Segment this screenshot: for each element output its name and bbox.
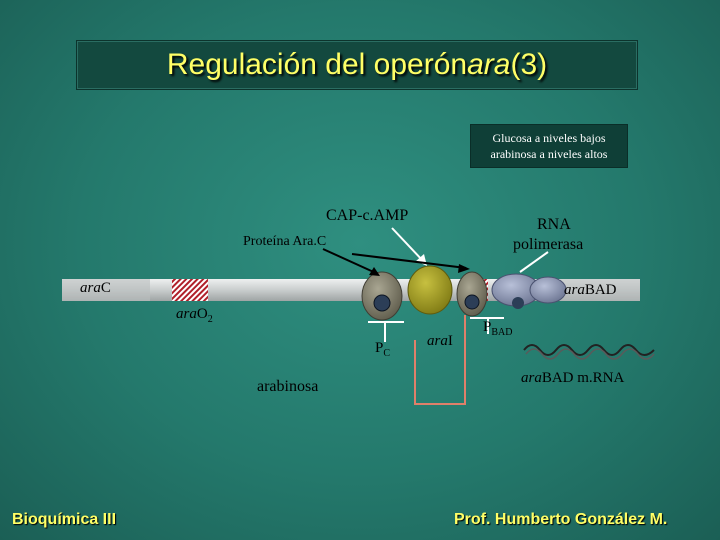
pc-promoter-marker — [368, 322, 404, 342]
arac-gene-italic: ara — [80, 280, 101, 296]
arac-dimer-arai — [457, 272, 487, 316]
pbad-sub: BAD — [491, 327, 512, 338]
cap-camp-label: CAP-c.AMP — [326, 207, 408, 225]
pointer-pol2-line — [520, 252, 548, 272]
cap-protein — [408, 266, 452, 314]
arao2-site — [172, 279, 208, 301]
mrna-label: araBAD m.RNA — [521, 370, 624, 387]
pointer-arac-line — [323, 249, 378, 274]
arabad-gene-label: araBAD — [564, 282, 617, 299]
arabinosa-link-line — [415, 315, 465, 404]
footer-right: Prof. Humberto González M. — [454, 511, 667, 529]
pointer-pol-head — [458, 264, 470, 273]
rna-polymerase-label-1: RNA — [537, 216, 571, 234]
arac-gene-label: araC — [80, 280, 111, 297]
arac-protein — [362, 272, 402, 320]
rna-polymerase-label-2: polimerasa — [513, 236, 583, 254]
footer-left: Bioquímica III — [12, 511, 116, 529]
arao2-label: araO2 — [176, 306, 213, 325]
arai-rest: I — [448, 333, 453, 349]
arabad-gene-rest: BAD — [585, 282, 617, 298]
pointer-cap-line — [392, 228, 424, 262]
mrna-rest: BAD m.RNA — [542, 370, 625, 386]
arao2-italic: ara — [176, 306, 197, 322]
mrna-italic: ara — [521, 370, 542, 386]
pbad-label: PBAD — [483, 319, 512, 338]
arac-gene-rest: C — [101, 280, 111, 296]
pc-sub: C — [383, 348, 390, 359]
arabad-gene-italic: ara — [564, 282, 585, 298]
arai-label: araI — [427, 333, 453, 350]
pc-label: PC — [375, 340, 390, 359]
rna-polymerase — [492, 274, 566, 309]
arao2-sub: 2 — [208, 314, 213, 325]
pointer-pol-line — [352, 254, 466, 268]
arabinosa-label: arabinosa — [257, 378, 318, 396]
proteina-arac-label: Proteína Ara.C — [243, 234, 326, 250]
arai-italic: ara — [427, 333, 448, 349]
arao2-rest: O — [197, 306, 208, 322]
